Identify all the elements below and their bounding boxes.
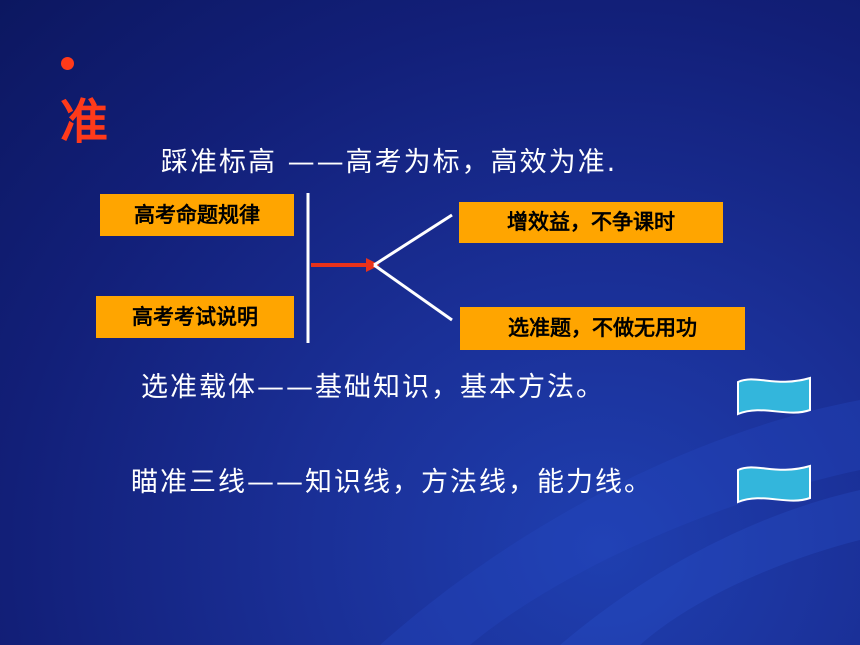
right-box-select-questions: 选准题，不做无用功 (460, 307, 745, 350)
right-box-efficiency: 增效益，不争课时 (459, 202, 723, 243)
target-line: 踩准标高 ——高考为标，高效为准. (161, 147, 618, 178)
red-arrow-head-icon (366, 258, 380, 272)
branch-up-line (373, 213, 453, 267)
wave-flag-icon-2 (737, 464, 811, 504)
carrier-line: 选准载体——基础知识，基本方法。 (141, 372, 605, 403)
left-box-exam-guide: 高考考试说明 (96, 296, 294, 338)
three-lines-line: 瞄准三线——知识线，方法线，能力线。 (131, 467, 653, 498)
bullet-dot-icon (61, 57, 74, 70)
wave-flag-icon (737, 376, 811, 416)
left-box-exam-rules: 高考命题规律 (100, 194, 294, 236)
branch-down-line (373, 263, 453, 322)
slide-title: 准 (60, 94, 109, 150)
